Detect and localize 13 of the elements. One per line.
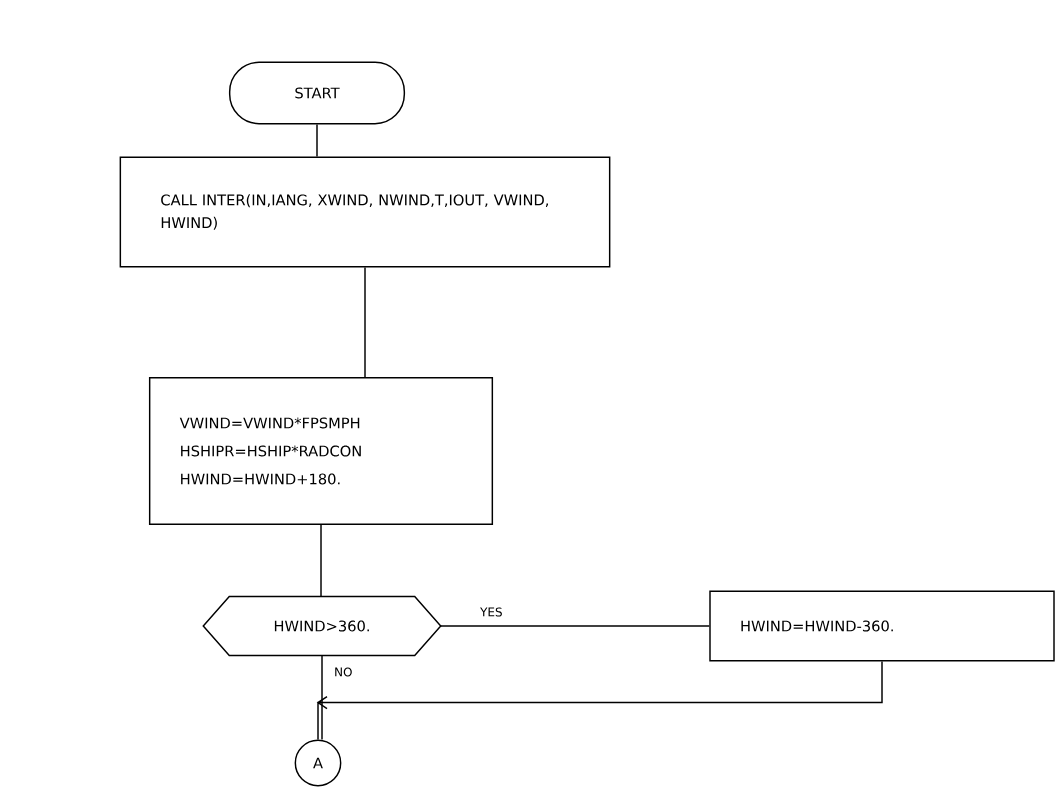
connector-line <box>364 266 366 378</box>
process-box: CALL INTER(IN,IANG, XWIND, NWIND,T,IOUT, VWIND, HWIND) <box>119 156 611 268</box>
connector-line <box>316 660 883 741</box>
terminal-box: START <box>228 61 406 125</box>
connector-line <box>321 654 323 741</box>
connector-line <box>316 123 318 158</box>
decision-hexagon: HWIND>360. <box>202 595 442 657</box>
edge-label: YES <box>480 607 502 617</box>
connector-line <box>320 524 322 598</box>
process-box: VWIND=VWIND*FPSMPH HSHIPR=HSHIP*RADCON HWIND=HWIND+180. <box>148 376 494 526</box>
edge-label: NO <box>335 667 352 677</box>
process-box: HWIND=HWIND-360. <box>709 590 1055 662</box>
connector-line <box>440 625 710 627</box>
